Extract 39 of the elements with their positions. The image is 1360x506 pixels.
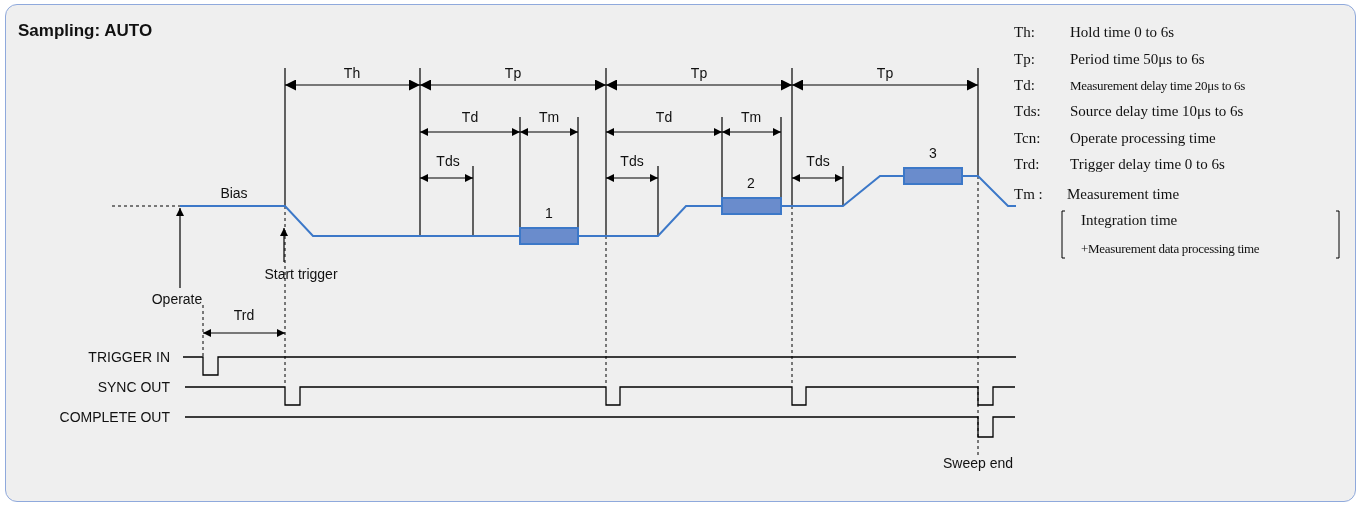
diagram-label: Tp: [504, 64, 522, 82]
diagram-label: Start trigger: [264, 265, 338, 283]
key-text: Measurement delay time 20μs to 6s: [1070, 77, 1246, 95]
diagram-label: Td: [461, 108, 479, 126]
key-text: Trd:: [1014, 155, 1040, 173]
diagram-label: 1: [545, 204, 553, 222]
diagram-label: Tm: [538, 108, 560, 126]
diagram-label: Tds: [436, 152, 460, 170]
key-text: Measurement time: [1067, 185, 1180, 203]
diagram-label: COMPLETE OUT: [59, 408, 170, 426]
diagram-label: Tp: [876, 64, 894, 82]
key-text: Tp:: [1014, 50, 1035, 68]
diagram-label: Tds: [806, 152, 830, 170]
key-text: Tds:: [1014, 102, 1041, 120]
key-text: Period time 50μs to 6s: [1070, 50, 1205, 68]
diagram-label: Operate: [151, 290, 203, 308]
key-text: Th:: [1014, 23, 1035, 41]
key-text: +Measurement data processing time: [1081, 240, 1260, 258]
diagram-label: Tm: [740, 108, 762, 126]
diagram-label: Trd: [233, 306, 255, 324]
diagram-label: 2: [747, 174, 755, 192]
title: Sampling: AUTO: [18, 22, 153, 39]
diagram-label: Tds: [620, 152, 644, 170]
key-text: Trigger delay time 0 to 6s: [1070, 155, 1225, 173]
diagram-label: SYNC OUT: [97, 378, 170, 396]
key-text: Td:: [1014, 76, 1035, 94]
diagram-label: Td: [655, 108, 673, 126]
diagram-label: TRIGGER IN: [88, 348, 170, 366]
diagram-label: 3: [929, 144, 937, 162]
key-text: Operate processing time: [1070, 129, 1216, 147]
diagram-label: Th: [343, 64, 361, 82]
diagram-label: Bias: [220, 184, 248, 202]
key-text: Source delay time 10μs to 6s: [1070, 102, 1244, 120]
key-text: Hold time 0 to 6s: [1070, 23, 1175, 41]
diagram-label: Tp: [690, 64, 708, 82]
diagram-label: Sweep end: [942, 454, 1014, 472]
key-text: Integration time: [1081, 211, 1178, 229]
key-text: Tm :: [1014, 185, 1043, 203]
key-text: Tcn:: [1014, 129, 1041, 147]
